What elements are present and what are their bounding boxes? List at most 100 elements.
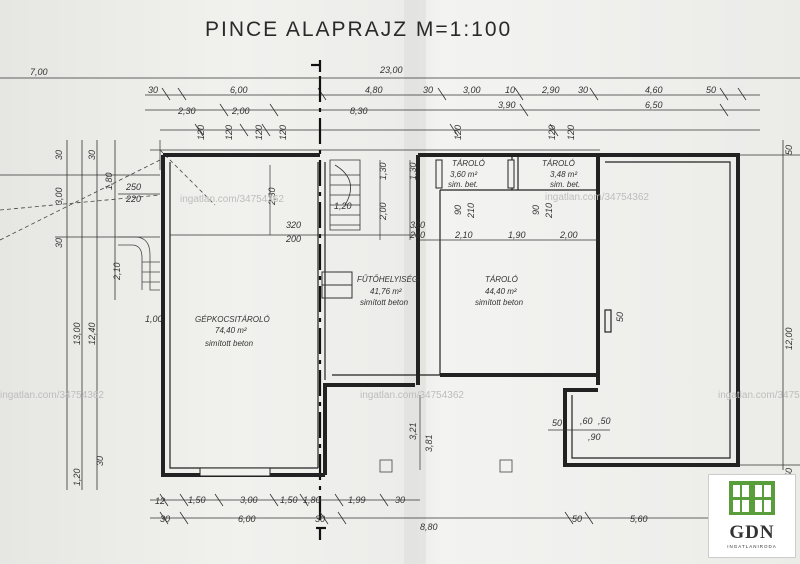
- top-row3-dims: 2,30 2,00 8,30 3,90 6,50: [177, 100, 663, 116]
- dim-label: 13,00: [72, 322, 82, 345]
- dim-label: 30: [148, 85, 158, 95]
- dim-label: 320: [286, 220, 301, 230]
- dim-label: 3,21: [408, 422, 418, 440]
- room-boiler: FŰTŐHELYISÉG 41,76 m² simított beton: [357, 275, 418, 307]
- room-area: 3,48 m²: [550, 170, 577, 179]
- room-area: 74,40 m²: [215, 326, 247, 335]
- dim-label: 1,30: [408, 162, 418, 180]
- section-line: [311, 60, 326, 540]
- dim-label: 30: [95, 456, 105, 466]
- dim-label: 1,50: [188, 495, 206, 505]
- dim-label: 2,00: [378, 202, 388, 221]
- paper-fold: [404, 0, 426, 564]
- boiler-symbol: [321, 271, 353, 299]
- outer-walls: [161, 153, 740, 477]
- dim-label: 210: [466, 203, 476, 219]
- room-floor: sim. bet.: [448, 180, 478, 189]
- dim-label: 90: [531, 205, 541, 215]
- dim-label: 7,00: [30, 67, 48, 77]
- room-floor: simított beton: [360, 298, 409, 307]
- plan-title: PINCE ALAPRAJZ M=1:100: [205, 18, 512, 41]
- logo-subtitle: INGATLANIRODA: [727, 544, 777, 549]
- top-row2-dims: 30 6,00 4,80 30 3,00 10 2,90 30 4,60 50: [148, 85, 716, 95]
- interior-dimension-lines: [170, 160, 610, 470]
- dim-label: 50: [572, 514, 582, 524]
- dim-label: 6,00: [230, 85, 248, 95]
- top-row1-dims: 7,00 23,00: [30, 65, 403, 77]
- dim-label: 250: [125, 182, 141, 192]
- dim-label: 50: [706, 85, 716, 95]
- room-storage-large: TÁROLÓ 44,40 m² simított beton: [475, 275, 524, 307]
- dim-label: 3,00: [463, 85, 481, 95]
- room-name: FŰTŐHELYISÉG: [357, 275, 418, 284]
- dim-label: 30: [54, 238, 64, 248]
- dim-label: ,60: [580, 416, 593, 426]
- dim-label: 6,50: [645, 100, 663, 110]
- room-name: TÁROLÓ: [542, 159, 575, 168]
- dim-label: 12,00: [784, 327, 794, 350]
- dim-label: 2,00: [231, 106, 250, 116]
- dim-label: ,90: [588, 432, 601, 442]
- top-ticks: [161, 87, 747, 137]
- dim-label: 90: [453, 205, 463, 215]
- left-dims: 30 3,00 1,80 30 13,00 12,40 30 1,20 30 2…: [54, 150, 163, 486]
- watermark-text: ingatlan.com/34754362: [545, 192, 649, 203]
- dim-label: 3,00: [54, 187, 64, 205]
- watermark-text: ingatlan.com/34754362: [360, 390, 464, 401]
- dim-label: 320: [410, 220, 425, 230]
- dim-label: 30: [54, 150, 64, 160]
- bottom-ticks: [159, 493, 594, 525]
- dim-label: 50: [615, 312, 625, 322]
- dim-label: 200: [409, 230, 425, 240]
- dim-label: 4,80: [365, 85, 383, 95]
- dim-label: 8,30: [350, 106, 368, 116]
- dim-label: 2,90: [541, 85, 560, 95]
- dim-label: 220: [125, 194, 141, 204]
- dim-label: 1,00: [145, 314, 163, 324]
- dim-label: 2,10: [454, 230, 473, 240]
- dim-label: 30: [160, 514, 170, 524]
- gdn-logo: GDN INGATLANIRODA: [708, 474, 796, 558]
- dim-label: 120: [566, 125, 576, 140]
- watermark-text: ingatlan.com/34754362: [180, 194, 284, 205]
- dim-label: 120: [278, 125, 288, 140]
- dim-label: 5,60: [630, 514, 648, 524]
- room-name: TÁROLÓ: [485, 275, 518, 284]
- top-dimension-lines: [0, 77, 800, 151]
- dim-label: 210: [544, 203, 554, 219]
- room-storage-small-2: TÁROLÓ 3,48 m² sim. bet.: [542, 159, 580, 189]
- dim-label: 6,00: [238, 514, 256, 524]
- dim-label: 30: [315, 514, 325, 524]
- dim-label: 2,10: [112, 262, 122, 281]
- dim-label: 2,30: [267, 187, 277, 206]
- room-floor: simított beton: [205, 339, 254, 348]
- dim-label: 12: [155, 496, 165, 506]
- room-storage-small-1: TÁROLÓ 3,60 m² sim. bet.: [448, 159, 485, 189]
- dim-label: 120: [254, 125, 264, 140]
- dim-label: 3,00: [240, 495, 258, 505]
- building-icon: [729, 481, 775, 515]
- entrance-ramp: [0, 149, 216, 291]
- dim-label: 10: [505, 85, 515, 95]
- dim-label: 1,80: [303, 495, 321, 505]
- dim-label: 1,90: [508, 230, 526, 240]
- room-area: 44,40 m²: [485, 287, 517, 296]
- dim-label: 1,99: [348, 495, 366, 505]
- dim-label: 12,40: [87, 322, 97, 345]
- dim-label: 30: [395, 495, 405, 505]
- room-area: 3,60 m²: [450, 170, 477, 179]
- logo-text: GDN: [729, 522, 775, 543]
- dim-label: 30: [423, 85, 433, 95]
- dim-label: 50: [784, 468, 794, 478]
- dim-label: 2,00: [559, 230, 578, 240]
- dim-label: 120: [547, 125, 557, 140]
- dim-label: 120: [196, 125, 206, 140]
- stairs: [329, 159, 361, 231]
- dim-label: 1,20: [72, 468, 82, 486]
- dim-label: 23,00: [379, 65, 403, 75]
- dim-label: 1,50: [280, 495, 298, 505]
- dim-label: 200: [285, 234, 301, 244]
- bottom-row2-dims: 30 6,00 30 8,80 50 5,60: [160, 514, 648, 532]
